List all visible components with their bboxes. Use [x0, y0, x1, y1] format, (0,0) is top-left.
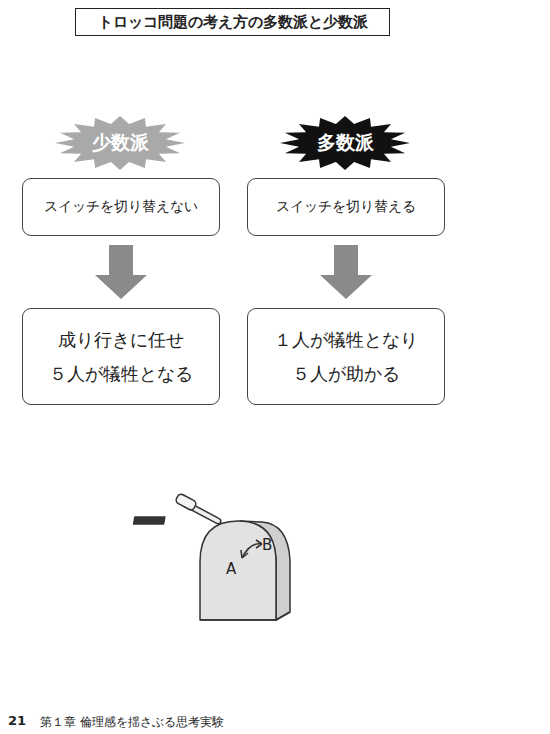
process-box: スイッチを切り替える: [247, 178, 445, 236]
device-front: [200, 521, 276, 620]
node-text: 成り行きに任せ ５人が犠牲となる: [41, 323, 201, 391]
running-footer: 第１章 倫理感を揺さぶる思考実験: [40, 714, 224, 731]
burst-fill: [280, 116, 410, 170]
node-text: スイッチを切り替える: [276, 198, 416, 216]
device-base: [200, 612, 290, 620]
burst-badge: 少数派: [55, 116, 185, 170]
burst-fill: [55, 116, 185, 170]
node-text: １人が犠牲となり ５人が助かる: [266, 323, 426, 391]
node-text: スイッチを切り替えない: [44, 198, 198, 216]
switch-letter: A: [226, 560, 236, 578]
process-box: １人が犠牲となり ５人が助かる: [247, 308, 445, 405]
process-box: スイッチを切り替えない: [22, 178, 220, 236]
block-arrow: [320, 245, 372, 299]
lever-slot: [134, 517, 165, 524]
lever-handle: [175, 493, 197, 511]
switch-letter: B: [262, 536, 272, 554]
switch-arrowhead: [241, 550, 248, 558]
burst-badge: 多数派: [280, 116, 410, 170]
page-number: 21: [8, 713, 26, 728]
process-box: 成り行きに任せ ５人が犠牲となる: [22, 308, 220, 405]
node-text: 少数派: [92, 130, 149, 156]
node-text: 多数派: [317, 130, 374, 156]
block-arrow: [95, 245, 147, 299]
switch-arrowhead: [256, 540, 262, 548]
diagram-title: トロッコ問題の考え方の多数派と少数派: [75, 8, 390, 36]
